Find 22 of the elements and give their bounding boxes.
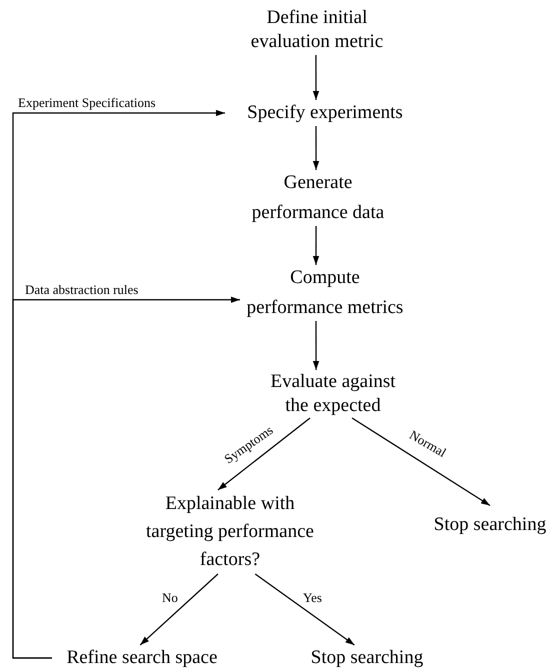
step-text: Compute performance metrics xyxy=(246,266,404,320)
arrow xyxy=(254,574,355,646)
arrow xyxy=(352,418,490,506)
arrow xyxy=(312,55,320,100)
step-text: Specify experiments xyxy=(247,101,403,125)
step-text: Refine search space xyxy=(66,646,218,670)
edge-label: Experiment Specifications xyxy=(18,96,156,109)
step-text: Explainable with targeting performance factors? xyxy=(145,492,315,572)
step-text: Stop searching xyxy=(310,646,424,670)
step-text: Stop searching xyxy=(434,513,546,537)
arrow xyxy=(12,296,240,659)
arrow xyxy=(312,226,320,265)
step-text: Generate performance data xyxy=(250,171,386,225)
edge-label: Data abstraction rules xyxy=(25,283,138,296)
step-text: Evaluate against the expected xyxy=(269,370,397,418)
edge-label: Yes xyxy=(303,591,322,604)
arrow xyxy=(140,574,218,646)
arrow xyxy=(312,126,320,170)
edge-label: No xyxy=(162,591,178,604)
step-text: Define initial evaluation metric xyxy=(250,6,384,54)
arrow xyxy=(218,418,310,490)
arrow xyxy=(312,321,320,370)
